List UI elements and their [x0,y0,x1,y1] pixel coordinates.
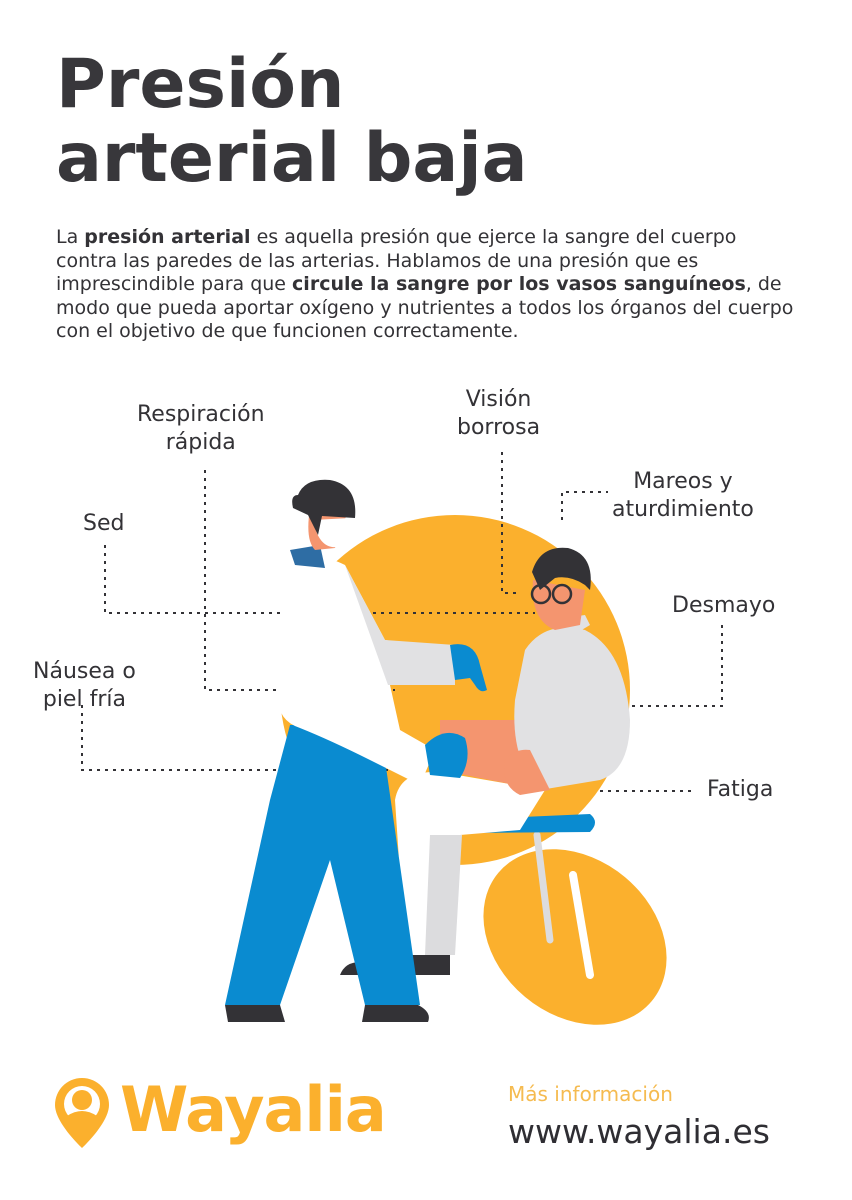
symptom-line: Fatiga [707,777,774,802]
symptom-line: piel fría [42,687,126,712]
more-info: Más información www.wayalia.es [508,1082,770,1152]
brand-name: Wayalia [120,1073,387,1146]
patient-figure [340,547,630,975]
symptom-mareos: Mareos y aturdimiento [612,468,754,524]
background-oval [483,849,667,1025]
symptom-line: rápida [165,430,236,455]
intro-bold-term: presión arterial [84,226,251,248]
title-line-2: arterial baja [56,119,528,198]
logo-icon-spacer [52,1074,110,1146]
intro-paragraph: La presión arterial es aquella presión q… [56,226,796,344]
symptom-respiracion: Respiración rápida [137,401,265,457]
symptom-line: Sed [83,511,125,536]
symptom-line: Desmayo [672,593,776,618]
symptom-desmayo: Desmayo [672,592,775,620]
symptom-nausea: Náusea o piel fría [33,658,136,714]
symptom-line: Visión [465,387,532,412]
title-line-1: Presión [56,45,345,124]
symptom-line: borrosa [457,415,541,440]
symptom-line: Mareos y [633,469,733,494]
location-pin-person-icon [55,1078,109,1148]
intro-text: es aquella presión que ejerce la sangre … [56,226,737,295]
symptom-sed: Sed [83,510,124,538]
intro-text: , de modo que pueda aportar oxígeno y nu… [56,273,794,342]
page-title: Presión arterial baja [56,48,528,196]
doctor-figure [225,479,487,1022]
symptom-line: aturdimiento [612,497,754,522]
website-link[interactable]: www.wayalia.es [508,1112,770,1151]
more-info-label: Más información [508,1082,673,1106]
intro-text: La [56,226,85,248]
symptom-line: Respiración [137,402,265,427]
intro-bold-term: circule la sangre por los vasos sanguíne… [292,273,746,295]
symptom-fatiga: Fatiga [707,776,773,804]
symptom-vision: Visión borrosa [457,386,540,442]
brand-logo[interactable]: Wayalia [52,1073,387,1146]
symptom-line: Náusea o [33,659,136,684]
